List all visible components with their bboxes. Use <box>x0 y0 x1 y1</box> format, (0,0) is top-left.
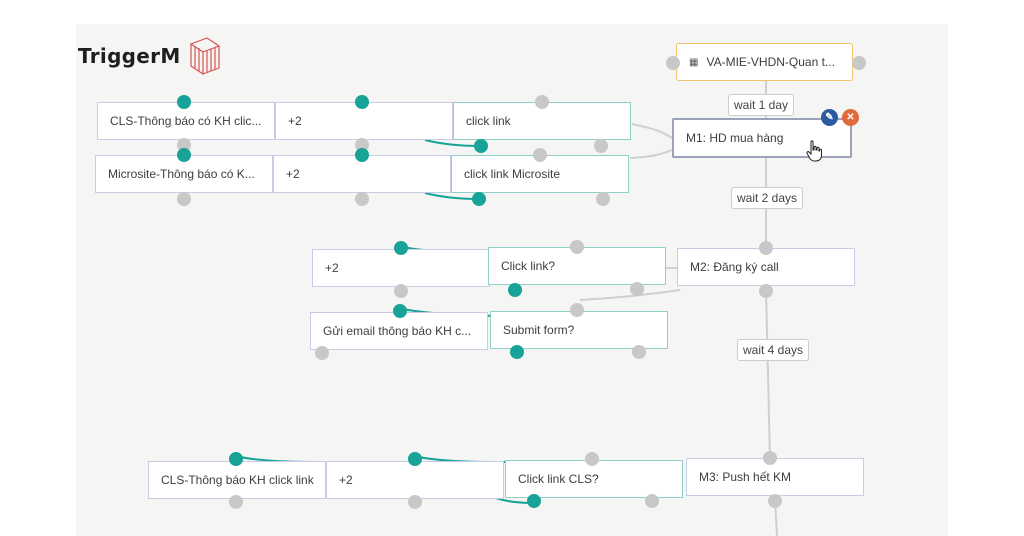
connector-dot[interactable] <box>645 494 659 508</box>
connector-dot[interactable] <box>510 345 524 359</box>
connector-dot[interactable] <box>535 95 549 109</box>
connector-dot[interactable] <box>630 282 644 296</box>
connector-dot[interactable] <box>355 192 369 206</box>
connector-dot[interactable] <box>666 56 680 70</box>
node-label: Submit form? <box>503 323 575 337</box>
node-label: click link <box>466 114 511 128</box>
row5-email-node[interactable]: CLS-Thông báo KH click link <box>148 461 326 499</box>
connector-dot[interactable] <box>763 451 777 465</box>
connector-dot[interactable] <box>472 192 486 206</box>
m1-label: M1: HD mua hàng <box>686 131 784 145</box>
hand-cursor-icon <box>806 140 822 162</box>
node-label: click link Microsite <box>464 167 561 181</box>
connector-dot[interactable] <box>759 284 773 298</box>
wait-label[interactable]: wait 4 days <box>737 339 810 361</box>
list-icon: ▦ <box>689 56 699 68</box>
node-label: Click link CLS? <box>518 472 599 486</box>
connector-dot[interactable] <box>177 192 191 206</box>
connector-dot[interactable] <box>177 148 191 162</box>
connector-dot[interactable] <box>570 240 584 254</box>
start-trigger-label: VA-MIE-VHDN-Quan t... <box>706 55 835 69</box>
connector-dot[interactable] <box>408 452 422 466</box>
brand-logo: TriggerM <box>78 36 221 76</box>
connector-dot[interactable] <box>355 95 369 109</box>
connector-dot[interactable] <box>408 495 422 509</box>
connector-dot[interactable] <box>508 283 522 297</box>
connector-dot[interactable] <box>594 139 608 153</box>
m2-label: M2: Đăng ký call <box>690 260 779 274</box>
connector-dot[interactable] <box>768 494 782 508</box>
cube-logo-icon <box>189 37 220 76</box>
node-label: +2 <box>339 473 353 487</box>
row5-condition-node[interactable]: Click link CLS? <box>505 460 683 498</box>
connector-dot[interactable] <box>585 452 599 466</box>
node-label: Microsite-Thông báo có K... <box>108 167 255 181</box>
node-label: +2 <box>288 114 302 128</box>
connector-dot[interactable] <box>229 452 243 466</box>
row3-more-node[interactable]: +2 <box>312 249 490 287</box>
close-icon[interactable]: ✕ <box>842 109 859 126</box>
node-label: Gửi email thông báo KH c... <box>323 324 472 338</box>
node-label: +2 <box>286 167 300 181</box>
connector-dot[interactable] <box>394 284 408 298</box>
wait-label[interactable]: wait 1 day <box>728 94 795 116</box>
start-trigger-node[interactable]: ▦ VA-MIE-VHDN-Quan t... <box>676 43 853 81</box>
row5-more-node[interactable]: +2 <box>326 461 504 499</box>
m1-message-node[interactable]: M1: HD mua hàng <box>672 118 852 158</box>
row4-email-node[interactable]: Gửi email thông báo KH c... <box>310 312 488 350</box>
connector-dot[interactable] <box>632 345 646 359</box>
connector-dot[interactable] <box>394 241 408 255</box>
connector-dot[interactable] <box>177 95 191 109</box>
m3-label: M3: Push hết KM <box>699 470 792 484</box>
connector-dot[interactable] <box>852 56 866 70</box>
connector-dot[interactable] <box>393 304 407 318</box>
connector-dot[interactable] <box>474 139 488 153</box>
wait-label[interactable]: wait 2 days <box>731 187 804 209</box>
pencil-icon[interactable]: ✎ <box>821 109 838 126</box>
node-label: CLS-Thông báo có KH clic... <box>110 114 262 128</box>
connector-dot[interactable] <box>527 494 541 508</box>
node-label: CLS-Thông báo KH click link <box>161 473 314 487</box>
connector-dot[interactable] <box>229 495 243 509</box>
row1-email-node[interactable]: CLS-Thông báo có KH clic... <box>97 102 275 140</box>
node-label: +2 <box>325 261 339 275</box>
connector-dot[interactable] <box>533 148 547 162</box>
node-label: Click link? <box>501 259 556 273</box>
connector-dot[interactable] <box>596 192 610 206</box>
row4-condition-node[interactable]: Submit form? <box>490 311 668 349</box>
connector-dot[interactable] <box>355 148 369 162</box>
connector-dot[interactable] <box>315 346 329 360</box>
connector-dot[interactable] <box>570 303 584 317</box>
brand-name: TriggerM <box>78 44 181 68</box>
m3-message-node[interactable]: M3: Push hết KM <box>686 458 864 496</box>
connector-dot[interactable] <box>759 241 773 255</box>
